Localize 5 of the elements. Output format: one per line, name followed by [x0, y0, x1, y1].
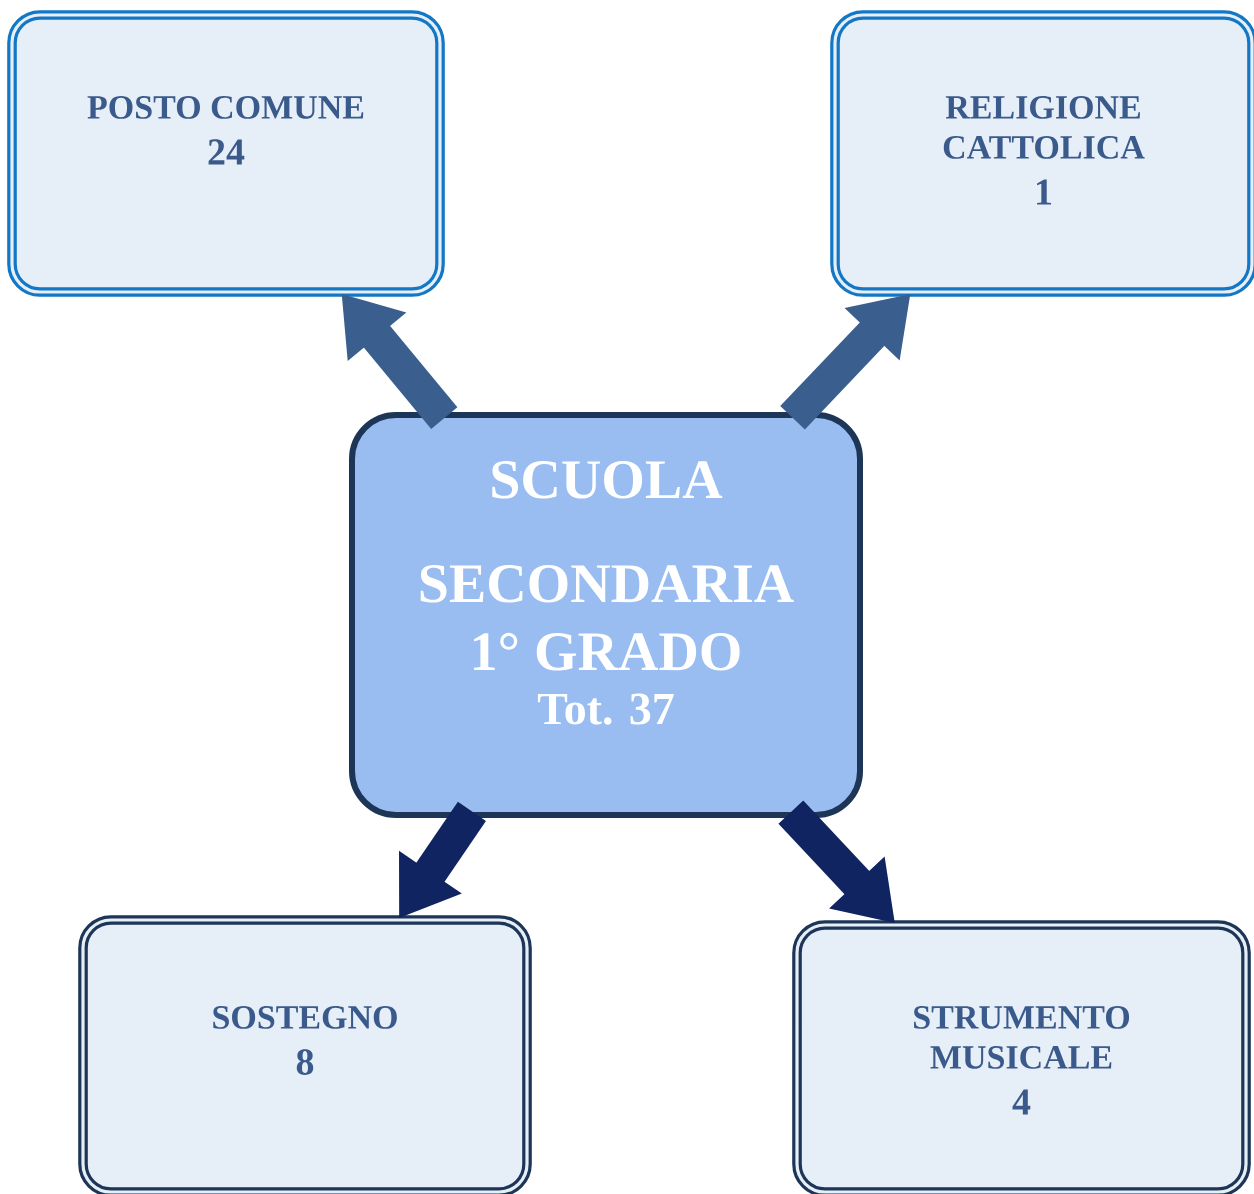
category-box: STRUMENTO MUSICALE 4 [792, 920, 1251, 1194]
center-box: SCUOLA SECONDARIA 1° GRADO Tot. 37 [349, 412, 863, 818]
category-box: SOSTEGNO 8 [78, 915, 532, 1194]
category-box: RELIGIONE CATTOLICA 1 [830, 10, 1254, 297]
category-box: POSTO COMUNE 24 [7, 10, 445, 297]
